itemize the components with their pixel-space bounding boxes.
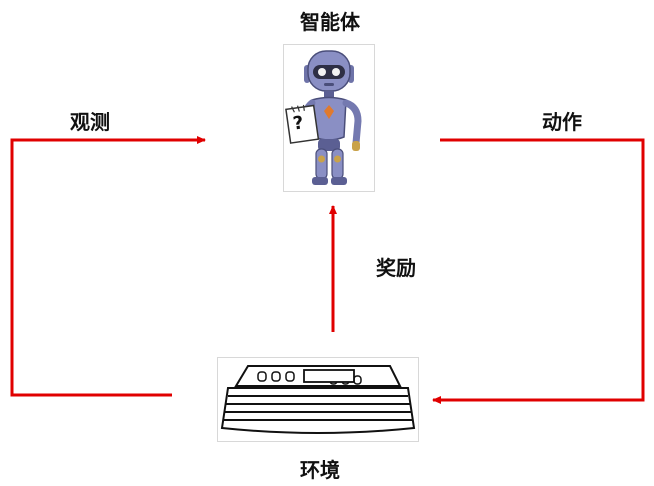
reward-label: 奖励 xyxy=(376,252,416,281)
observation-arrow xyxy=(12,140,205,395)
environment-console-image xyxy=(217,357,419,442)
game-console-icon xyxy=(218,358,418,441)
environment-label: 环境 xyxy=(300,454,340,483)
observation-label: 观测 xyxy=(70,106,110,135)
action-arrow xyxy=(433,140,643,400)
agent-robot-image: ? xyxy=(283,44,375,192)
agent-label: 智能体 xyxy=(300,6,360,35)
action-label: 动作 xyxy=(542,106,582,135)
